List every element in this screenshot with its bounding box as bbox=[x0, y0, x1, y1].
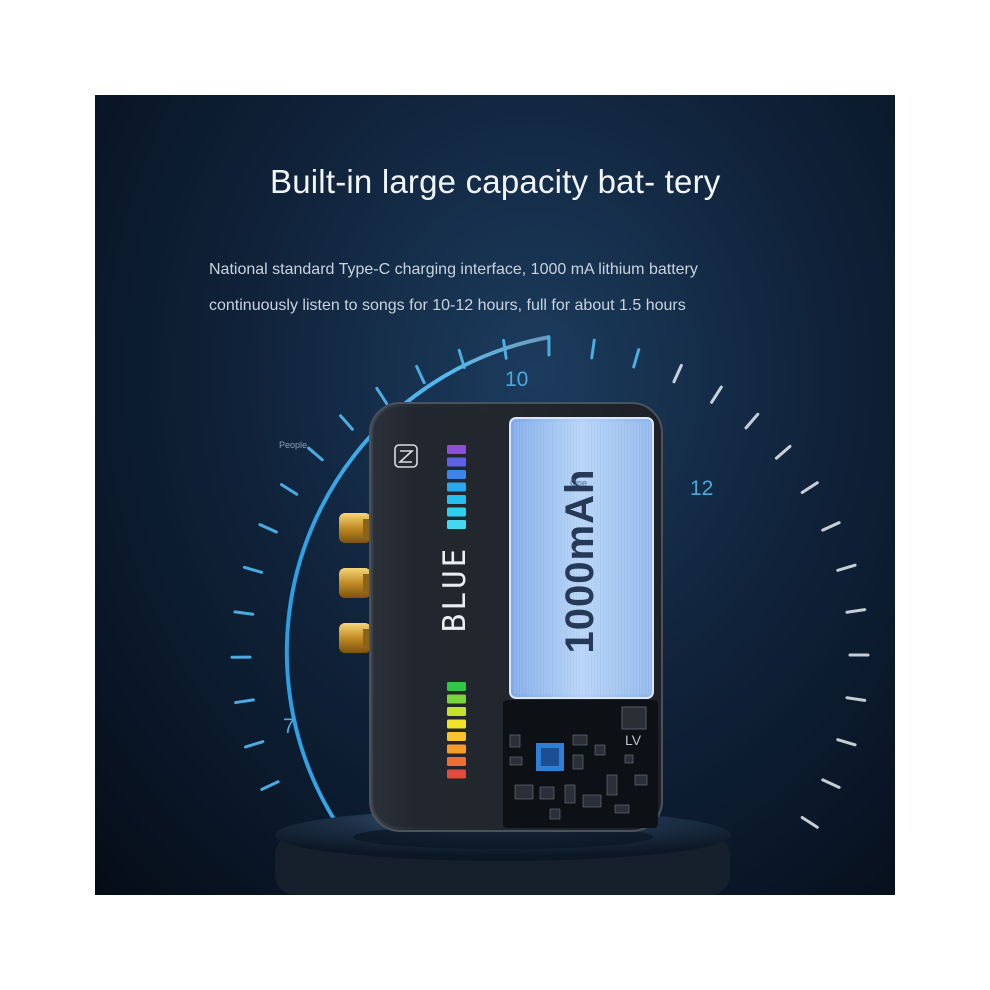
gauge-tick bbox=[502, 338, 508, 360]
gauge-small-text: People bbox=[279, 440, 308, 450]
led-bar bbox=[447, 732, 466, 741]
gauge-tick bbox=[845, 696, 867, 702]
gauge-tick bbox=[672, 363, 683, 384]
gauge-tick bbox=[415, 364, 426, 385]
led-bar bbox=[447, 707, 466, 716]
board-label: LV bbox=[625, 732, 642, 748]
gauge-label-10: 10 bbox=[505, 368, 529, 391]
led-bar bbox=[447, 445, 466, 454]
headline: Built-in large capacity bat- tery bbox=[270, 163, 721, 200]
gauge-ticks bbox=[230, 335, 870, 829]
led-bar bbox=[447, 744, 466, 754]
gauge-arc bbox=[284, 335, 551, 835]
led-bar bbox=[447, 520, 466, 529]
gauge-tick bbox=[457, 348, 466, 370]
gauge-tick bbox=[260, 780, 280, 791]
gauge-tick bbox=[632, 348, 641, 369]
gauge-tick bbox=[258, 523, 278, 534]
gauge-tick bbox=[590, 338, 596, 360]
gauge-tick bbox=[836, 738, 857, 747]
gauge-label-7: 7 bbox=[283, 715, 295, 738]
led-bar bbox=[447, 769, 466, 779]
led-bar bbox=[447, 507, 466, 517]
subtitle-line-2: continuously listen to songs for 10-12 h… bbox=[209, 297, 686, 314]
gauge-tick bbox=[744, 412, 760, 430]
led-bar bbox=[447, 682, 466, 691]
hours-gauge bbox=[230, 335, 870, 835]
battery-capacity-label: 1000mAh bbox=[558, 468, 602, 654]
gauge-tick bbox=[234, 698, 255, 705]
product-image-panel: 10 12 7 People Built-in large capacity b… bbox=[95, 95, 895, 895]
led-bar bbox=[447, 457, 466, 467]
gauge-tick bbox=[774, 444, 792, 460]
led-level-bars-bottom bbox=[447, 682, 466, 779]
led-level-bars-top bbox=[447, 445, 466, 529]
gauge-tick bbox=[375, 386, 389, 405]
gauge-tick bbox=[800, 816, 819, 829]
gauge-tick bbox=[280, 483, 299, 496]
battery-small-text: One bbox=[570, 478, 588, 488]
brand-logo-icon bbox=[394, 444, 418, 468]
bluetooth-receiver-device bbox=[275, 402, 731, 895]
gauge-tick bbox=[242, 565, 264, 574]
led-bar bbox=[447, 495, 466, 504]
gauge-tick bbox=[821, 778, 841, 789]
gauge-tick bbox=[710, 385, 723, 404]
led-bar bbox=[447, 482, 466, 492]
gauge-tick bbox=[821, 521, 841, 532]
device-brand-text: BLUE bbox=[437, 545, 473, 633]
subtitle-line-1: National standard Type-C charging interf… bbox=[209, 261, 698, 278]
gauge-tick bbox=[339, 414, 354, 431]
gauge-label-12: 12 bbox=[690, 477, 714, 500]
gauge-tick bbox=[800, 481, 819, 494]
gauge-tick bbox=[233, 610, 255, 616]
gauge-tick bbox=[244, 740, 265, 749]
battery-texture bbox=[514, 422, 651, 694]
led-bar bbox=[447, 719, 466, 729]
led-bar bbox=[447, 757, 466, 766]
circuit-board bbox=[503, 700, 658, 828]
gauge-tick bbox=[836, 563, 857, 572]
led-bar bbox=[447, 694, 466, 704]
gauge-tick bbox=[845, 608, 867, 614]
led-bar bbox=[447, 470, 466, 479]
gauge-tick bbox=[307, 446, 324, 462]
